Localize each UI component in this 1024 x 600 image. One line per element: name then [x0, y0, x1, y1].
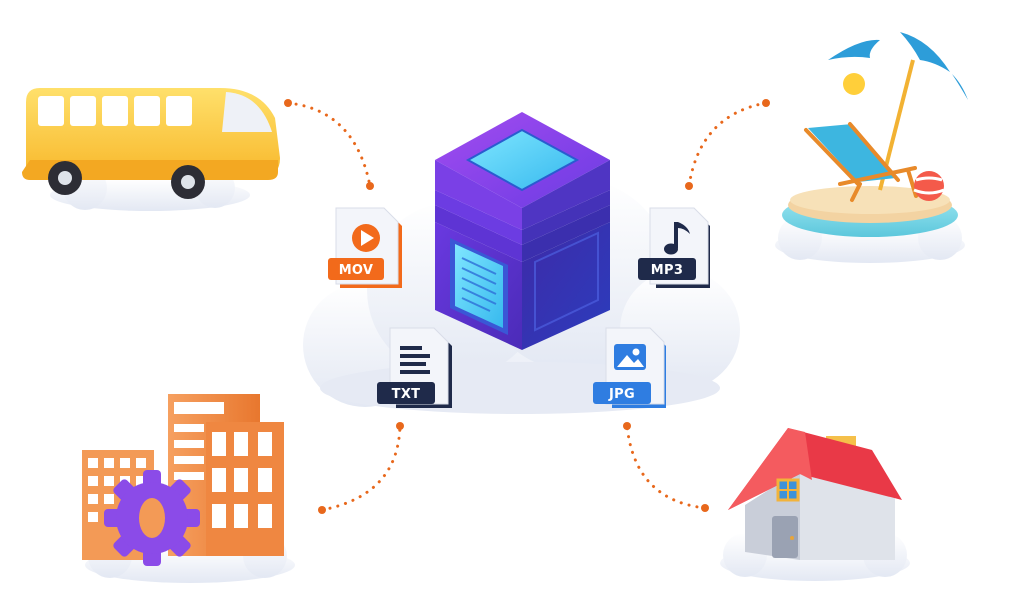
beach-chair-umbrella-icon: [775, 32, 968, 263]
image-icon: [614, 344, 646, 370]
file-label-mp3: MP3: [651, 263, 683, 278]
music-note-icon: [664, 222, 690, 255]
office-buildings-gear-icon: [82, 394, 295, 583]
text-lines-icon: [400, 346, 430, 374]
sun-icon: [843, 73, 865, 95]
file-badge-mov: MOV: [328, 207, 402, 288]
bus-wheels: [48, 161, 205, 199]
file-badge-txt: TXT: [377, 327, 452, 408]
house-icon: [720, 428, 910, 581]
connector-bus: [286, 101, 372, 188]
beach-ball-icon: [914, 171, 944, 201]
server-stack-icon: [435, 112, 610, 350]
connector-beach: [687, 101, 768, 188]
gear-icon: [104, 470, 200, 566]
connector-house: [625, 424, 707, 510]
connector-office: [320, 424, 402, 512]
connector-endpoints: [284, 99, 770, 514]
file-label-txt: TXT: [392, 387, 421, 402]
file-label-jpg: JPG: [608, 387, 635, 402]
connectors: [286, 101, 768, 512]
bus-icon: [22, 88, 280, 211]
door: [772, 516, 798, 558]
file-badge-jpg: JPG: [593, 327, 666, 408]
file-label-mov: MOV: [339, 263, 374, 278]
file-badge-mp3: MP3: [638, 207, 710, 288]
